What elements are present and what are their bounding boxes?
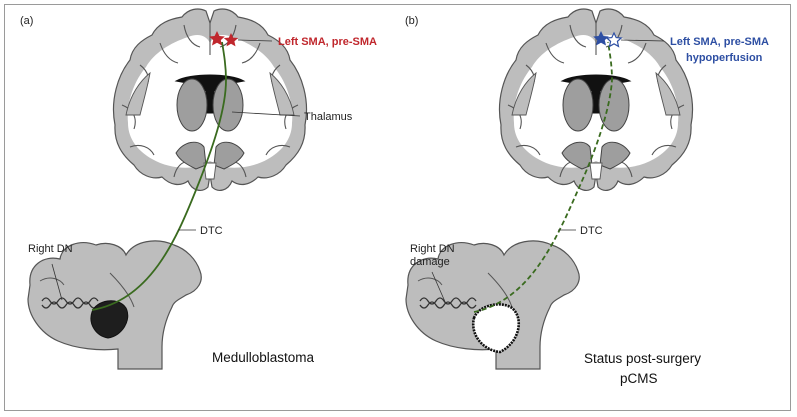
panel-b-dn-label-2: damage (410, 256, 450, 268)
panel-b-resection-cavity (471, 303, 521, 354)
panel-a-thalamus-leader (231, 111, 301, 117)
panel-a-tag: (a) (20, 15, 33, 27)
panel-a-sma-star-1 (209, 31, 225, 46)
panel-a-dn-label: Right DN (28, 243, 73, 255)
panel-a-dtc-label: DTC (200, 225, 223, 237)
panel-b-sma-label-1: Left SMA, pre-SMA (670, 36, 769, 48)
figure-frame (4, 4, 791, 411)
panel-a-sma-leader (237, 39, 273, 42)
panel-b-sma-star-1 (593, 31, 609, 46)
panel-b-sma-star-2 (605, 31, 623, 48)
panel-b-dtc-tract (473, 41, 613, 313)
panel-a-tumor (90, 300, 129, 339)
panel-a-sma-star-2 (223, 33, 239, 47)
panel-b-brain (498, 8, 694, 191)
panel-a-thalamus-label: Thalamus (304, 111, 353, 123)
panel-b-dn-label-1: Right DN (410, 243, 455, 255)
panel-b-caption-1: Status post-surgery (584, 351, 701, 366)
panel-a-dn-leader (51, 263, 63, 301)
panel-b-dn-leader (431, 271, 447, 305)
panel-a-dtc-tract (91, 41, 227, 311)
panel-b-dtc-label: DTC (580, 225, 603, 237)
panel-b-sma-leader (620, 39, 665, 42)
panel-a-caption: Medulloblastoma (212, 350, 315, 365)
panel-a-sma-label: Left SMA, pre-SMA (278, 36, 377, 48)
panel-b-caption-2: pCMS (620, 371, 658, 386)
panel-b-tag: (b) (405, 15, 418, 27)
panel-b-sma-label-2: hypoperfusion (686, 52, 763, 64)
